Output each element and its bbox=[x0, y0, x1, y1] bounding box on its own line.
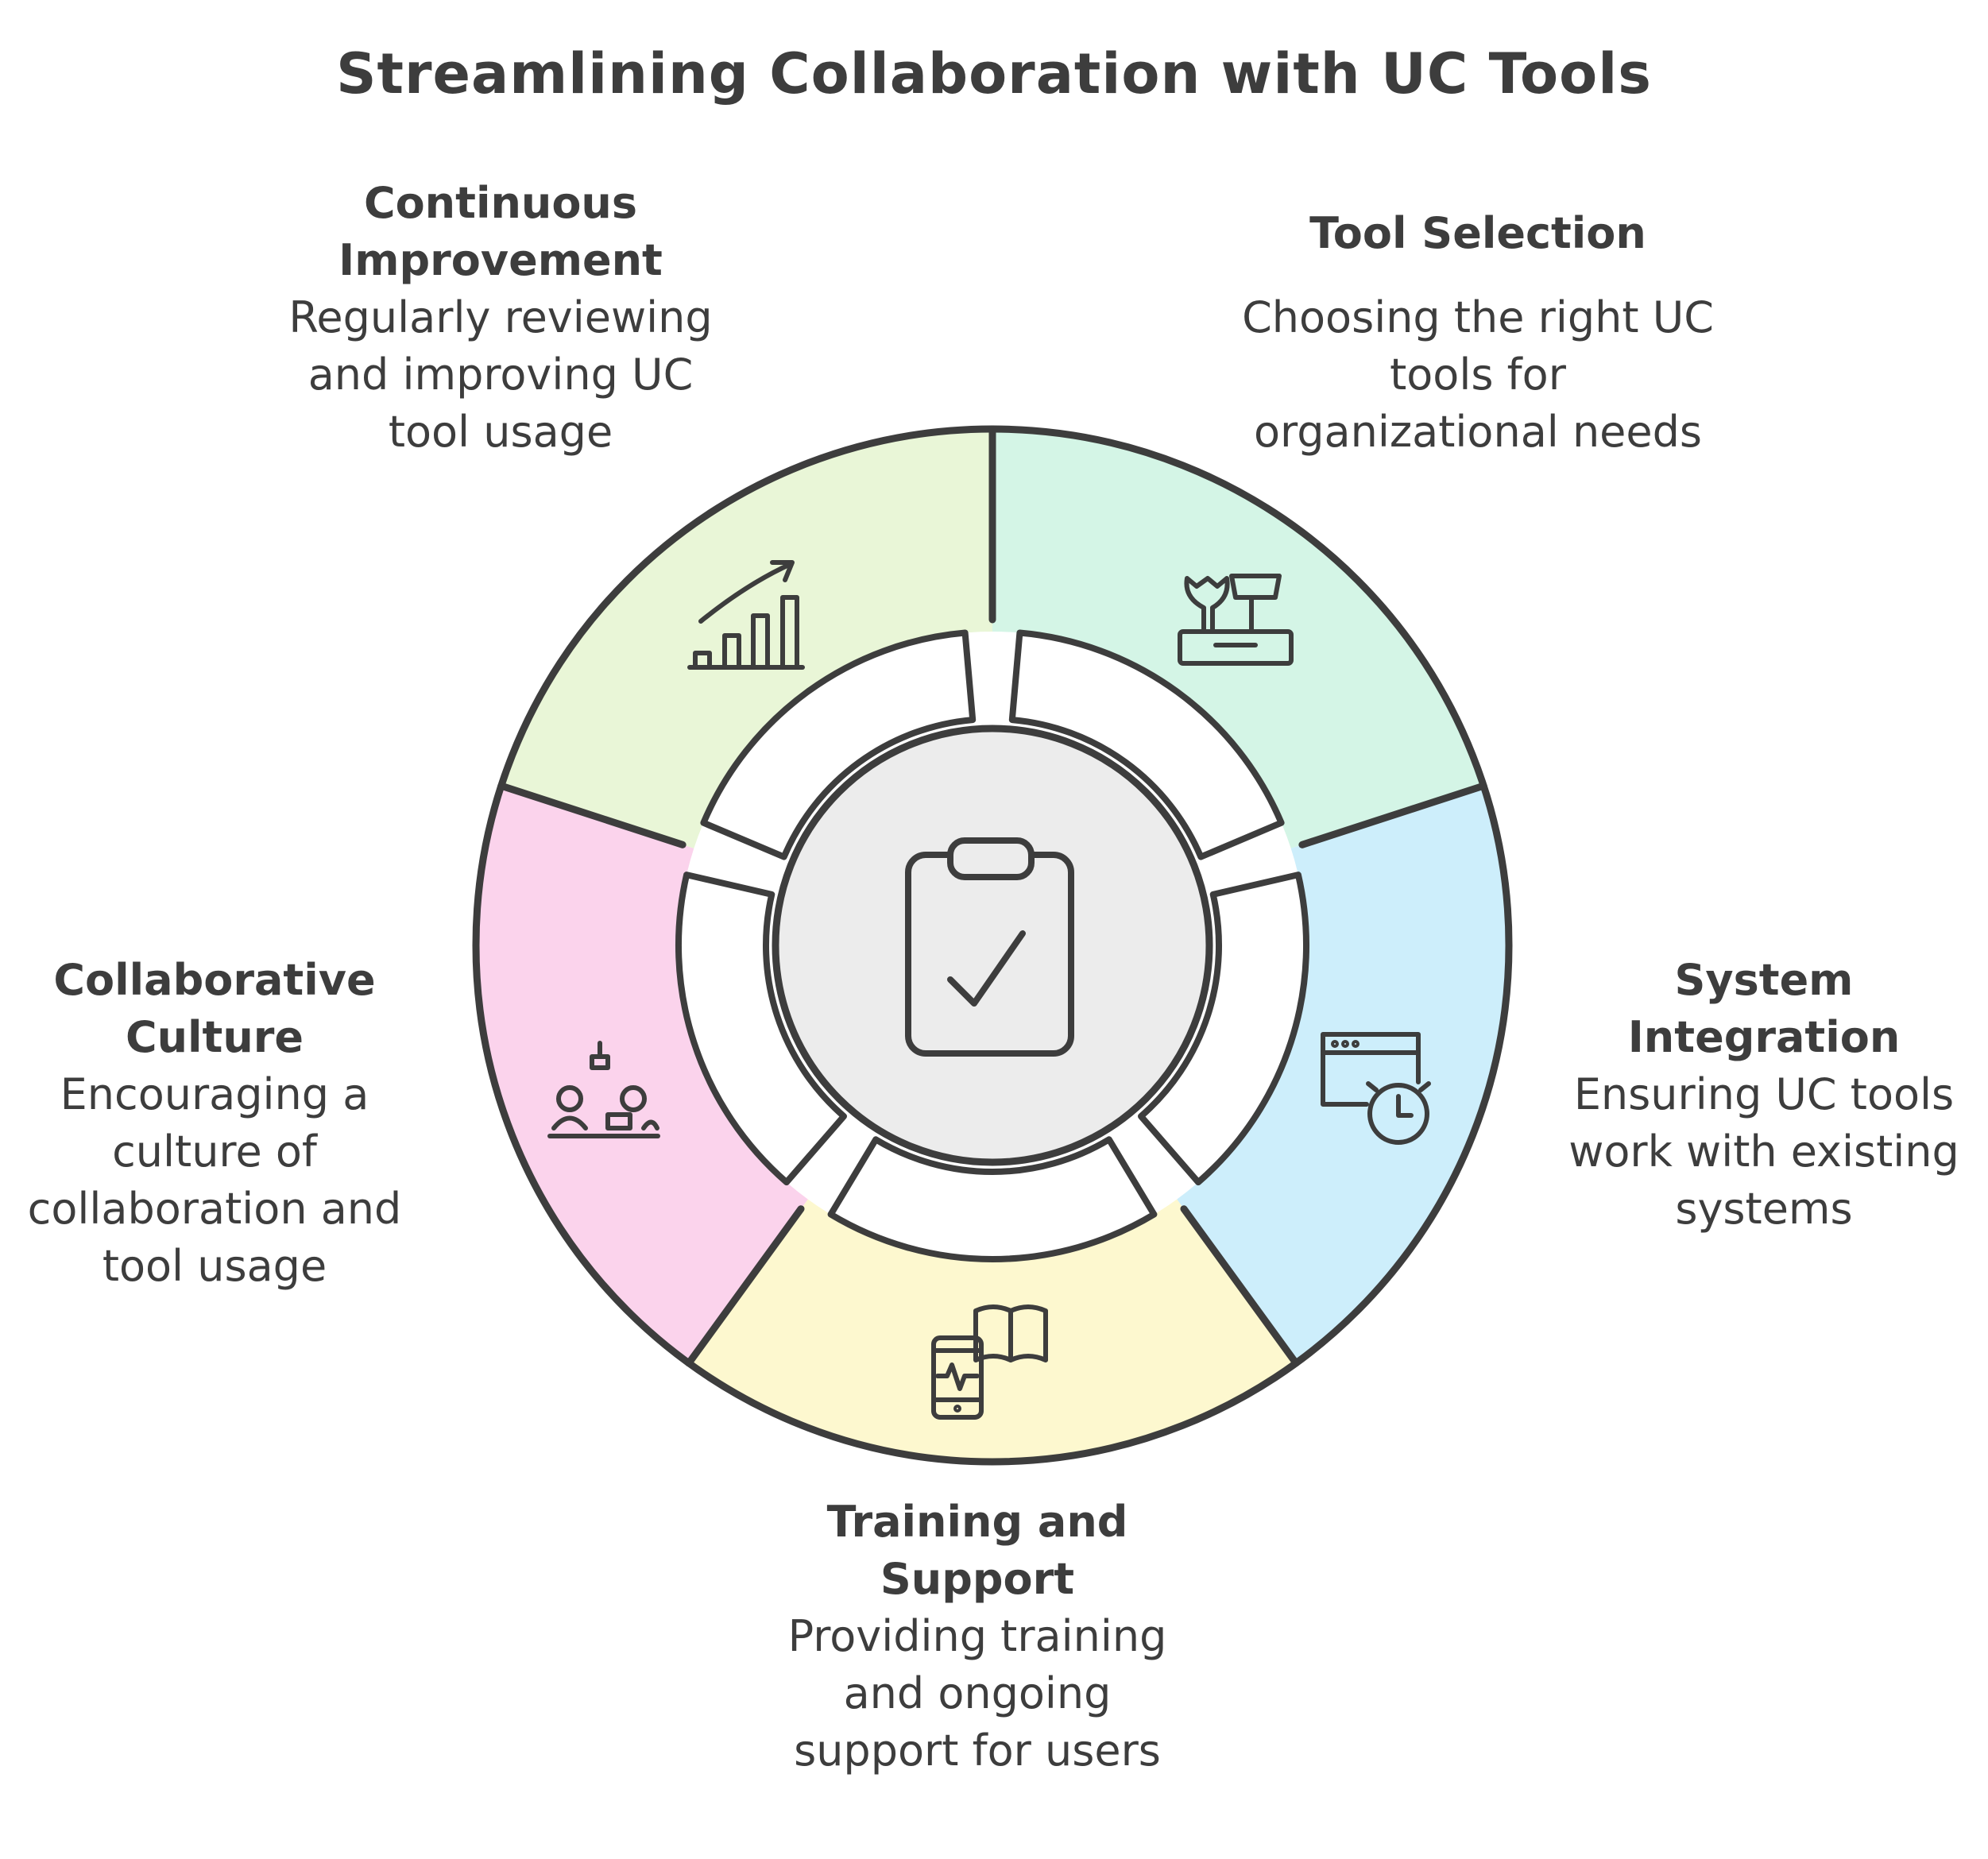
inner-ring-tool-selection bbox=[1008, 629, 1285, 860]
team-meeting-icon bbox=[547, 1041, 660, 1138]
collaborative-culture-description: Encouraging a culture of collaboration a… bbox=[27, 1069, 402, 1291]
inner-ring-system-integration bbox=[1138, 872, 1309, 1186]
growth-chart-icon bbox=[687, 560, 805, 670]
segment-divider bbox=[497, 782, 687, 848]
system-integration-description: Ensuring UC tools work with existing sys… bbox=[1568, 1069, 1959, 1234]
continuous-improvement-block: Continuous Improvement Regularly reviewi… bbox=[286, 175, 715, 461]
diagram-title: Streamlining Collaboration with UC Tools bbox=[336, 41, 1652, 106]
toolbox-icon bbox=[1178, 574, 1294, 666]
collaborative-culture-block: Collaborative Culture Encouraging a cult… bbox=[16, 952, 413, 1295]
inner-ring-collaborative-culture bbox=[675, 872, 847, 1186]
segment-divider bbox=[685, 1205, 805, 1367]
training-support-description: Providing training and ongoing support f… bbox=[787, 1611, 1167, 1776]
continuous-improvement-description: Regularly reviewing and improving UC too… bbox=[288, 292, 713, 457]
tool-selection-block: Tool Selection Choosing the right UC too… bbox=[1240, 205, 1716, 461]
segment-collaborative-culture bbox=[475, 786, 808, 1363]
tool-selection-description: Choosing the right UC tools for organiza… bbox=[1242, 292, 1714, 457]
training-support-heading: Training and Support bbox=[826, 1497, 1128, 1604]
segments-layer bbox=[472, 425, 1513, 1466]
tool-selection-heading: Tool Selection bbox=[1309, 208, 1646, 258]
segment-training-support bbox=[688, 1199, 1297, 1463]
segment-continuous-improvement bbox=[501, 428, 992, 848]
segment-system-integration bbox=[1177, 786, 1510, 1363]
collaborative-culture-heading: Collaborative Culture bbox=[53, 955, 376, 1062]
clipboard-check-icon bbox=[905, 837, 1074, 1057]
center-hub bbox=[772, 725, 1213, 1166]
segment-divider bbox=[1180, 1205, 1300, 1367]
segment-divider bbox=[1298, 782, 1487, 848]
training-support-block: Training and Support Providing training … bbox=[755, 1494, 1200, 1780]
inner-ring-training-support bbox=[827, 1136, 1158, 1262]
continuous-improvement-heading: Continuous Improvement bbox=[338, 178, 663, 285]
segment-tool-selection bbox=[992, 429, 1484, 848]
browser-clock-icon bbox=[1321, 1032, 1431, 1145]
mobile-book-icon bbox=[931, 1304, 1048, 1420]
system-integration-block: System Integration Ensuring UC tools wor… bbox=[1557, 952, 1971, 1238]
inner-ring-continuous-improvement bbox=[700, 629, 977, 860]
system-integration-heading: System Integration bbox=[1627, 955, 1901, 1062]
